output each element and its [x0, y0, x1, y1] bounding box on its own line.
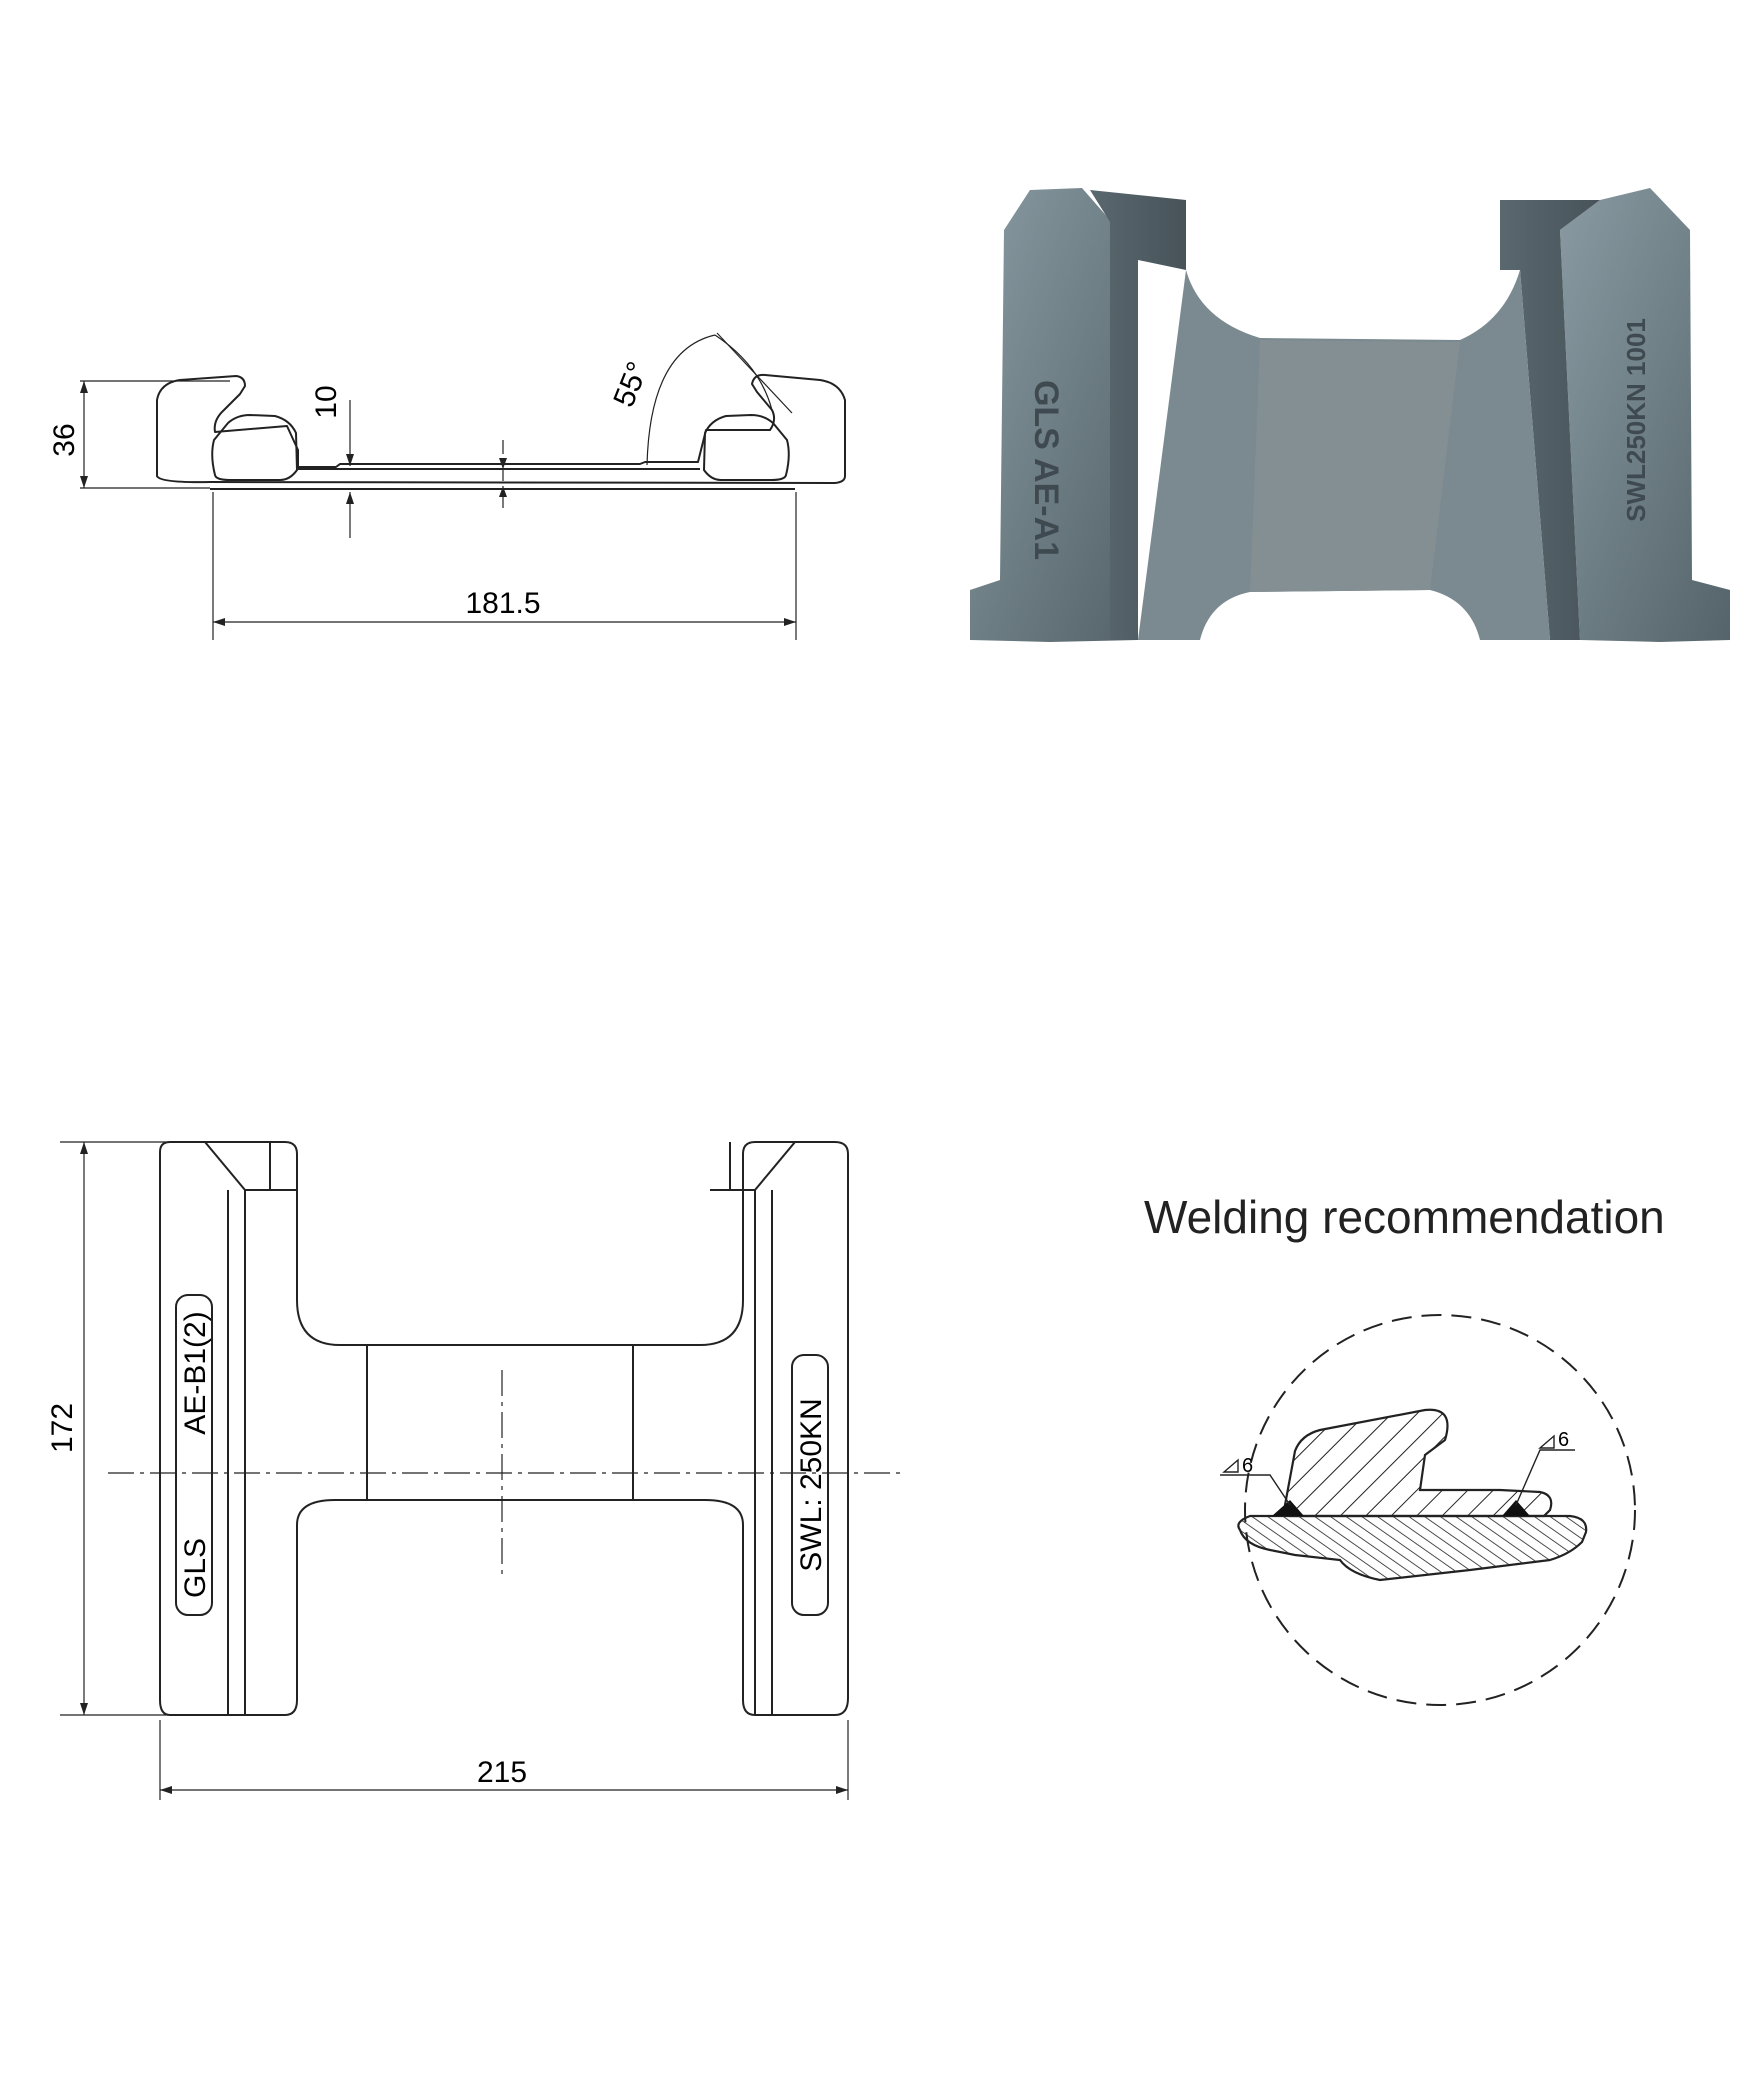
- label-frame-swl: [791, 1354, 829, 1616]
- top-view-svg: 172 215 GLS AE-B1(2) SWL: 250KN: [46, 1141, 900, 1800]
- arrow: [80, 381, 88, 393]
- top-outline: [159, 1141, 849, 1716]
- side-view-drawing: 36 10 55° 181.5: [0, 280, 900, 660]
- arrow: [499, 458, 507, 469]
- weld-bead-right: [1502, 1500, 1530, 1516]
- photo-left-inner: [1090, 190, 1186, 640]
- weld-size-left: 6: [1242, 1455, 1253, 1477]
- weld-bead-left: [1272, 1500, 1304, 1516]
- arrow: [836, 1786, 848, 1794]
- side-profile-outline: [156, 373, 846, 484]
- right-pocket: [703, 414, 790, 481]
- base-material: [1237, 1514, 1588, 1582]
- top-view-drawing: 172 215 GLS AE-B1(2) SWL: 250KN: [0, 1130, 920, 1810]
- weld-detail-svg: 6 6: [1220, 1314, 1636, 1706]
- arrow: [80, 1142, 88, 1154]
- right-chamfer: [710, 1141, 796, 1191]
- arrow: [213, 618, 225, 626]
- dim-angle-label: 55°: [607, 357, 655, 411]
- weld-leader-left: [1220, 1474, 1291, 1506]
- product-photo-svg: GLS AE-A1 SWL250KN 1001: [970, 188, 1730, 642]
- weld-detail: Welding recommendation 6 6: [1120, 1150, 1740, 1750]
- dim-width-label: 181.5: [465, 587, 540, 620]
- dim-width-label: 215: [477, 1756, 527, 1789]
- arrow: [80, 1703, 88, 1715]
- arrow: [160, 1786, 172, 1794]
- label-gls: GLS: [179, 1538, 212, 1598]
- left-chamfer: [204, 1141, 297, 1191]
- photo-right-inner: [1500, 200, 1600, 640]
- rail-section: [1283, 1408, 1553, 1518]
- arrow: [499, 486, 507, 497]
- arrow: [346, 454, 354, 466]
- photo-left-rail: [970, 188, 1138, 642]
- dim-step-label: 10: [310, 385, 343, 418]
- detail-circle: [1244, 1314, 1636, 1706]
- arrow: [784, 618, 796, 626]
- angle-arc-2: [714, 334, 773, 411]
- side-view-svg: 36 10 55° 181.5: [48, 332, 846, 640]
- angle-arc: [646, 334, 716, 466]
- weld-leader-right: [1515, 1449, 1575, 1506]
- photo-web-center: [1250, 340, 1460, 592]
- label-code: AE-B1(2): [179, 1311, 212, 1434]
- weld-symbol-right: [1538, 1434, 1555, 1449]
- photo-emboss-left: GLS AE-A1: [1027, 380, 1065, 560]
- dim-height-label: 172: [46, 1403, 79, 1453]
- label-frame-gls: [175, 1294, 213, 1616]
- photo-emboss-right: SWL250KN 1001: [1621, 318, 1651, 522]
- weld-symbol-left: [1222, 1458, 1239, 1473]
- arrow: [346, 492, 354, 504]
- photo-right-rail: [1560, 188, 1730, 642]
- product-photo: GLS AE-A1 SWL250KN 1001: [960, 170, 1740, 690]
- arrow: [80, 476, 88, 488]
- label-swl: SWL: 250KN: [795, 1398, 828, 1571]
- angle-leg: [716, 332, 793, 414]
- weld-size-right: 6: [1558, 1429, 1569, 1451]
- left-pocket: [211, 414, 298, 481]
- dim-height-label: 36: [48, 423, 81, 456]
- weld-title: Welding recommendation: [1144, 1191, 1665, 1243]
